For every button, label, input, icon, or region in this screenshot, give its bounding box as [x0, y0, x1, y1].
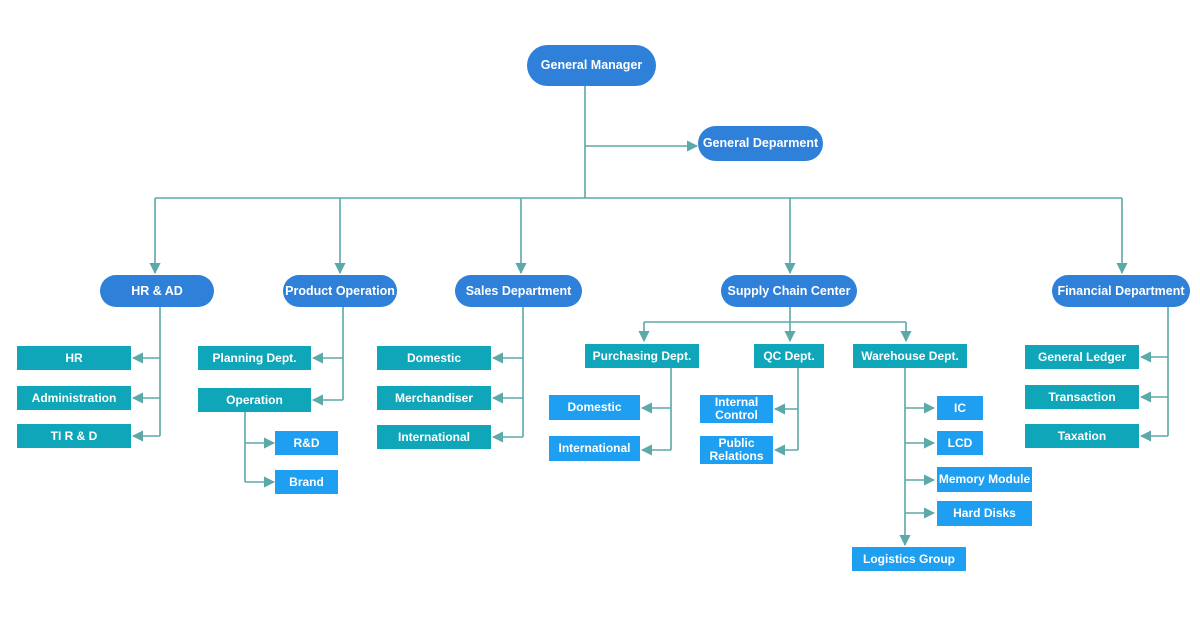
transaction-node[interactable]: Transaction	[1025, 385, 1139, 409]
hard-disks-node[interactable]: Hard Disks	[937, 501, 1032, 526]
hr-unit-node[interactable]: HR	[17, 346, 131, 370]
administration-unit-node[interactable]: Administration	[17, 386, 131, 410]
public-relations-node[interactable]: Public Relations	[700, 436, 773, 464]
logistics-group-node[interactable]: Logistics Group	[852, 547, 966, 571]
planning-dept-node[interactable]: Planning Dept.	[198, 346, 311, 370]
general-department-node[interactable]: General Deparment	[698, 126, 823, 161]
product-operation-node[interactable]: Product Operation	[283, 275, 397, 307]
sales-department-node[interactable]: Sales Department	[455, 275, 582, 307]
operation-node[interactable]: Operation	[198, 388, 311, 412]
rd-unit-node[interactable]: R&D	[275, 431, 338, 455]
ti-rd-unit-node[interactable]: TI R & D	[17, 424, 131, 448]
merchandiser-node[interactable]: Merchandiser	[377, 386, 491, 410]
sales-domestic-node[interactable]: Domestic	[377, 346, 491, 370]
purchasing-international-node[interactable]: International	[549, 436, 640, 461]
hr-ad-node[interactable]: HR & AD	[100, 275, 214, 307]
financial-department-node[interactable]: Financial Department	[1052, 275, 1190, 307]
purchasing-dept-node[interactable]: Purchasing Dept.	[585, 344, 699, 368]
brand-unit-node[interactable]: Brand	[275, 470, 338, 494]
internal-control-node[interactable]: Internal Control	[700, 395, 773, 423]
warehouse-dept-node[interactable]: Warehouse Dept.	[853, 344, 967, 368]
purchasing-domestic-node[interactable]: Domestic	[549, 395, 640, 420]
sales-international-node[interactable]: International	[377, 425, 491, 449]
taxation-node[interactable]: Taxation	[1025, 424, 1139, 448]
supply-chain-center-node[interactable]: Supply Chain Center	[721, 275, 857, 307]
general-ledger-node[interactable]: General Ledger	[1025, 345, 1139, 369]
lcd-unit-node[interactable]: LCD	[937, 431, 983, 455]
ic-unit-node[interactable]: IC	[937, 396, 983, 420]
memory-module-node[interactable]: Memory Module	[937, 467, 1032, 492]
general-manager-node[interactable]: General Manager	[527, 45, 656, 86]
qc-dept-node[interactable]: QC Dept.	[754, 344, 824, 368]
